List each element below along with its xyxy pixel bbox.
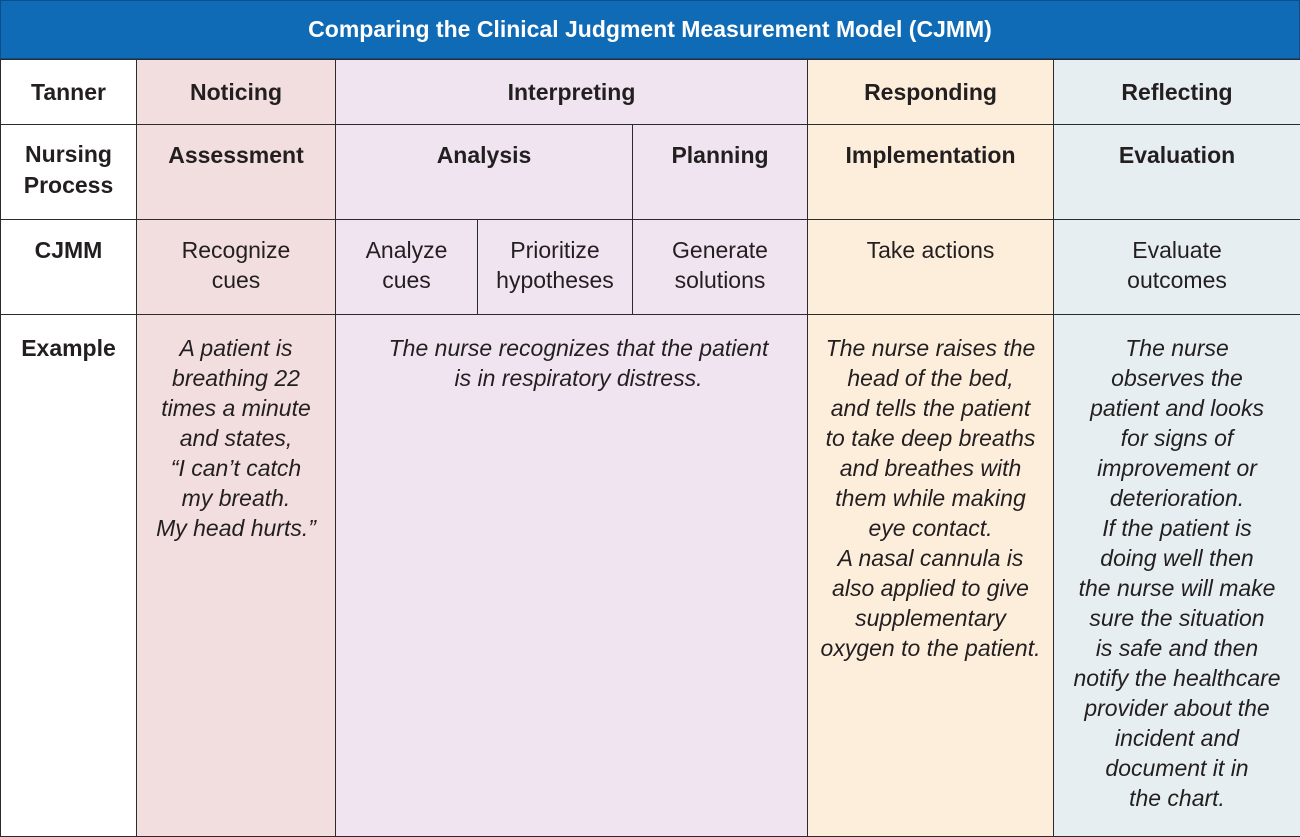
example-text-line: oxygen to the patient. xyxy=(820,635,1041,661)
cjmm-generate-solutions: Generate solutions xyxy=(631,219,809,315)
row-header-cjmm: CJMM xyxy=(0,219,137,315)
example-text-line: A patient is xyxy=(179,335,293,361)
example-text-line: for signs of xyxy=(1120,425,1234,451)
example-responding: The nurse raises the head of the bed, and … xyxy=(807,314,1055,837)
example-reflecting: The nurse observes the patient and looks fo… xyxy=(1053,314,1300,837)
example-text-line: head of the bed, xyxy=(847,365,1014,391)
cjmm-recognize-cues: Recognize cues xyxy=(136,219,336,315)
example-text-line: also applied to give xyxy=(832,575,1029,601)
example-interpreting: The nurse recognizes that the patient is … xyxy=(334,314,809,837)
cjmm-evaluate-outcomes: Evaluate outcomes xyxy=(1053,219,1300,315)
example-text-line: “I can’t catch xyxy=(170,455,302,481)
example-text-line: improvement or xyxy=(1097,455,1257,481)
example-text-line: the chart. xyxy=(1129,785,1225,811)
table-title: Comparing the Clinical Judgment Measurem… xyxy=(0,0,1300,59)
cjmm-text-line: Recognize xyxy=(181,237,291,263)
example-text-line: My head hurts.” xyxy=(156,515,316,541)
example-text-line: eye contact. xyxy=(868,515,993,541)
example-text-line: notify the healthcare xyxy=(1073,665,1281,691)
tanner-reflecting: Reflecting xyxy=(1053,59,1300,125)
row-nursing-process: Nursing Process Assessment Analysis Plan… xyxy=(0,124,1300,220)
example-text-line: and breathes with xyxy=(839,455,1022,481)
example-text-line: my breath. xyxy=(181,485,291,511)
example-text-line: The nurse recognizes that the patient xyxy=(388,335,769,361)
nursing-evaluation: Evaluation xyxy=(1053,124,1300,220)
cjmm-text-line: cues xyxy=(382,267,431,293)
cjmm-analyze-cues: Analyze cues xyxy=(335,219,478,315)
comparison-table: Tanner Noticing Interpreting Responding … xyxy=(0,59,1300,837)
example-text-line: the nurse will make xyxy=(1078,575,1276,601)
cjmm-text-line: outcomes xyxy=(1127,267,1227,293)
cjmm-text-line: Prioritize xyxy=(510,237,600,263)
row-header-example: Example xyxy=(0,314,137,837)
row-example: Example A patient is breathing 22 times a … xyxy=(0,314,1300,837)
row-cjmm: CJMM Recognize cues Analyze cues Priorit… xyxy=(0,219,1300,315)
tanner-responding: Responding xyxy=(807,59,1055,125)
nursing-analysis: Analysis xyxy=(335,124,633,220)
cjmm-text-line: Evaluate xyxy=(1132,237,1222,263)
example-text-line: times a minute xyxy=(161,395,311,421)
example-text-line: doing well then xyxy=(1100,545,1254,571)
example-text-line: sure the situation xyxy=(1089,605,1265,631)
tanner-interpreting: Interpreting xyxy=(334,59,809,125)
tanner-noticing: Noticing xyxy=(136,59,336,125)
nursing-implementation: Implementation xyxy=(807,124,1055,220)
cjmm-text-line: hypotheses xyxy=(496,267,614,293)
example-text-line: observes the xyxy=(1111,365,1243,391)
example-text-line: and tells the patient xyxy=(830,395,1031,421)
row-header-tanner: Tanner xyxy=(0,59,137,125)
example-text-line: The nurse xyxy=(1125,335,1229,361)
example-text-line: document it in xyxy=(1105,755,1249,781)
cjmm-text-line: Generate xyxy=(672,237,768,263)
example-text-line: is safe and then xyxy=(1095,635,1259,661)
example-text-line: and states, xyxy=(179,425,293,451)
example-text-line: supplementary xyxy=(855,605,1006,631)
cjmm-text-line: cues xyxy=(211,267,261,293)
cjmm-text-line: Take actions xyxy=(866,237,995,263)
example-text-line: breathing 22 xyxy=(172,365,300,391)
example-text-line: is in respiratory distress. xyxy=(454,365,703,391)
example-text-line: them while making xyxy=(835,485,1026,511)
row-header-nursing-line: Nursing xyxy=(25,141,112,167)
row-header-process-line: Process xyxy=(23,172,114,198)
example-noticing: A patient is breathing 22 times a minute an… xyxy=(136,314,336,837)
cjmm-prioritize-hypotheses: Prioritize hypotheses xyxy=(477,219,633,315)
example-text-line: If the patient is xyxy=(1102,515,1252,541)
example-text-line: patient and looks xyxy=(1090,395,1264,421)
example-text-line: provider about the xyxy=(1084,695,1270,721)
example-text-line: The nurse raises the xyxy=(825,335,1036,361)
nursing-planning: Planning xyxy=(631,124,809,220)
nursing-assessment: Assessment xyxy=(136,124,336,220)
cjmm-text-line: Analyze xyxy=(365,237,448,263)
cjmm-take-actions: Take actions xyxy=(807,219,1055,315)
example-text-line: deterioration. xyxy=(1109,485,1245,511)
example-text-line: A nasal cannula is xyxy=(837,545,1024,571)
cjmm-text-line: solutions xyxy=(674,267,766,293)
example-text-line: to take deep breaths xyxy=(825,425,1036,451)
row-tanner: Tanner Noticing Interpreting Responding … xyxy=(0,59,1300,125)
row-header-nursing-process: Nursing Process xyxy=(0,124,137,220)
example-text-line: incident and xyxy=(1114,725,1240,751)
